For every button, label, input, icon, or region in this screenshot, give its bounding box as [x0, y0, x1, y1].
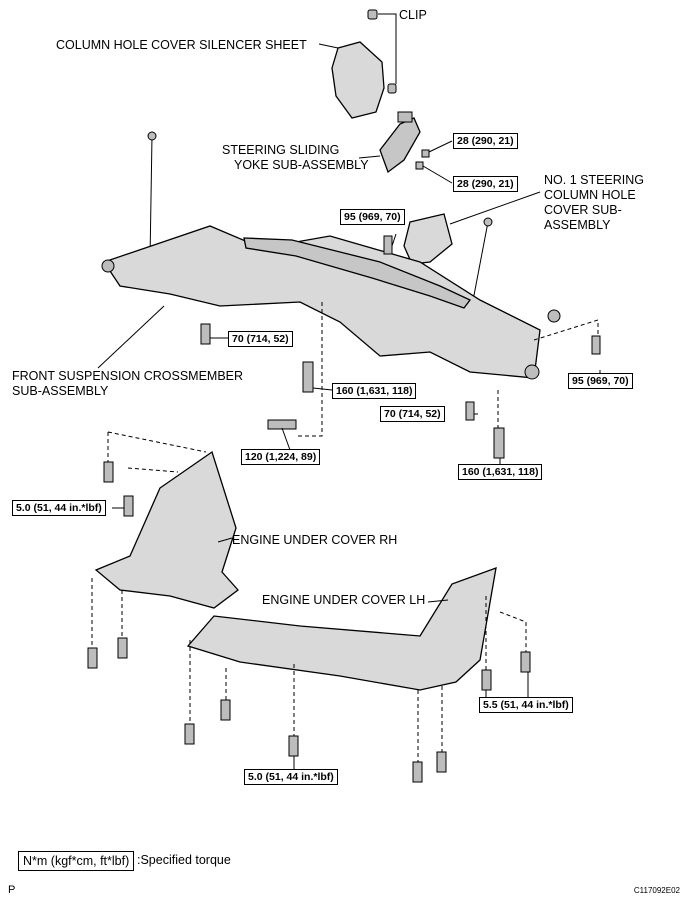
engine-under-cover-lh	[186, 567, 497, 691]
column-cover-label-line2: COLUMN HOLE	[544, 188, 636, 202]
torque-70-right: 70 (714, 52)	[380, 406, 445, 422]
torque-5-0-lower: 5.0 (51, 44 in.*lbf)	[244, 769, 338, 785]
column-cover-label-line3: COVER SUB-	[544, 203, 622, 217]
yoke-label-line2: YOKE SUB-ASSEMBLY	[234, 158, 369, 172]
yoke-label-line1: STEERING SLIDING	[222, 143, 340, 157]
column-cover-label-line4: ASSEMBLY	[544, 218, 611, 232]
steering-yoke-part	[379, 111, 430, 174]
figure-code: C117092E02	[633, 886, 680, 895]
torque-28-lower: 28 (290, 21)	[453, 176, 518, 192]
legend-torque-box: N*m (kgf*cm, ft*lbf)	[18, 851, 135, 871]
torque-160-right: 160 (1,631, 118)	[458, 464, 543, 480]
clip-part	[367, 9, 397, 94]
torque-120: 120 (1,224, 89)	[241, 449, 321, 465]
legend-text: :Specified torque	[137, 853, 231, 867]
column-hole-cover	[403, 213, 453, 265]
crossmember-label-line1: FRONT SUSPENSION CROSSMEMBER	[12, 369, 244, 383]
steering-rack	[243, 237, 472, 309]
clip-label: CLIP	[399, 8, 427, 22]
under-cover-lh-label: ENGINE UNDER COVER LH	[262, 593, 426, 607]
torque-95-right: 95 (969, 70)	[568, 373, 633, 389]
torque-95-rack: 95 (969, 70)	[340, 209, 405, 225]
torque-5-0-upper: 5.0 (51, 44 in.*lbf)	[12, 500, 106, 516]
page-letter: P	[8, 884, 16, 896]
engine-under-cover-rh	[94, 450, 239, 609]
torque-5-5: 5.5 (51, 44 in.*lbf)	[479, 697, 573, 713]
crossmember-label-line2: SUB-ASSEMBLY	[12, 384, 109, 398]
silencer-sheet-label: COLUMN HOLE COVER SILENCER SHEET	[56, 38, 307, 52]
torque-70-left: 70 (714, 52)	[228, 331, 293, 347]
silencer-sheet	[331, 41, 385, 119]
under-cover-rh-label: ENGINE UNDER COVER RH	[232, 533, 398, 547]
torque-160-center: 160 (1,631, 118)	[332, 383, 417, 399]
column-cover-label-line1: NO. 1 STEERING	[544, 173, 645, 187]
crossmember-bolts	[200, 235, 601, 459]
torque-28-upper: 28 (290, 21)	[453, 133, 518, 149]
